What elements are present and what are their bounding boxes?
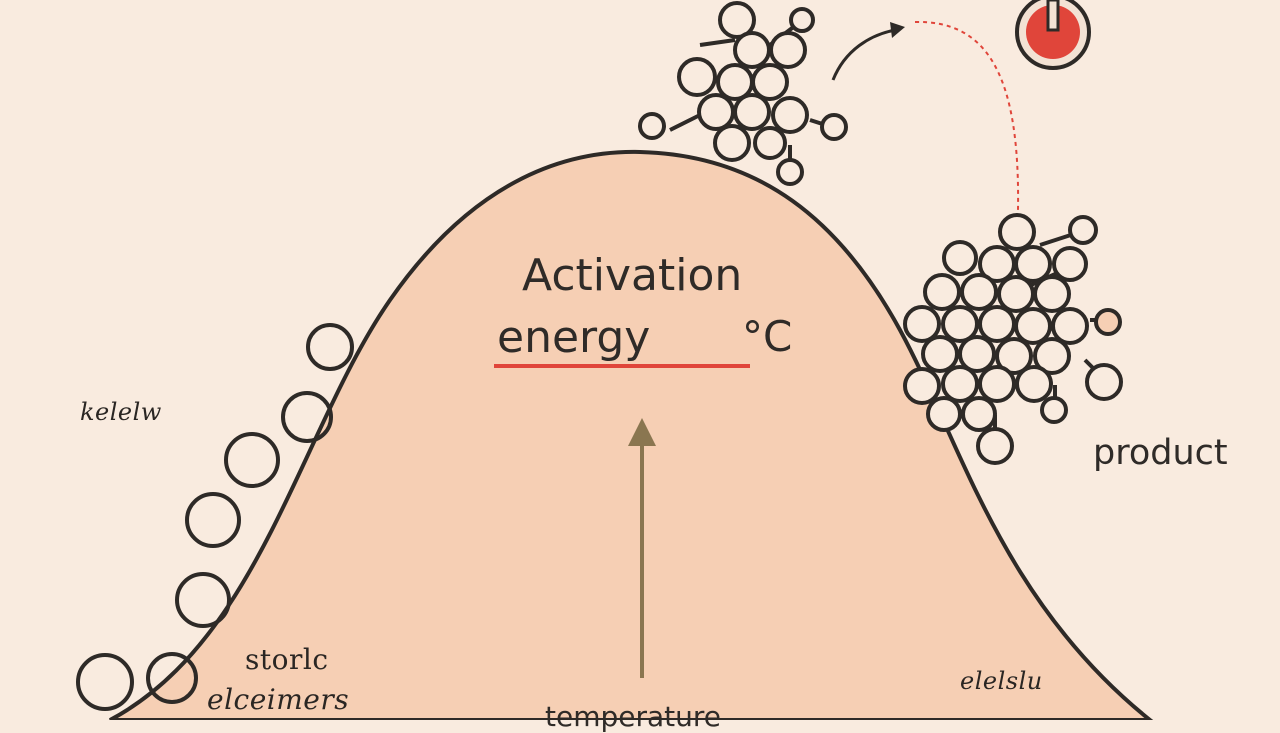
up-arrow-icon: [628, 418, 656, 678]
product-label: product: [1093, 433, 1228, 473]
curved-arrow-icon: [831, 28, 896, 81]
reactant-particles: [76, 323, 354, 711]
bottom-right-label: elelslu: [960, 667, 1043, 695]
particle: [146, 652, 198, 704]
particle: [224, 432, 280, 488]
thermometer-icon: [1015, 0, 1091, 70]
bottom-left-label-1: storlc: [245, 643, 329, 676]
heat-dotted-line: [914, 20, 1020, 211]
particle: [281, 391, 333, 443]
particle: [76, 653, 134, 711]
particle: [175, 572, 231, 628]
transition-molecule-icon: [638, 1, 848, 186]
particle: [306, 323, 354, 371]
product-molecule-icon: [903, 213, 1123, 465]
bottom-left-label-2: elceimers: [207, 683, 350, 716]
particle: [185, 492, 241, 548]
energy-curve: [109, 149, 1154, 720]
title-line-2: energy: [497, 312, 651, 363]
title-line-1: Activation: [522, 250, 743, 301]
left-label: kelelw: [80, 398, 162, 426]
unit-label: °C: [742, 312, 793, 361]
bottom-center-label: temperature: [545, 700, 721, 733]
